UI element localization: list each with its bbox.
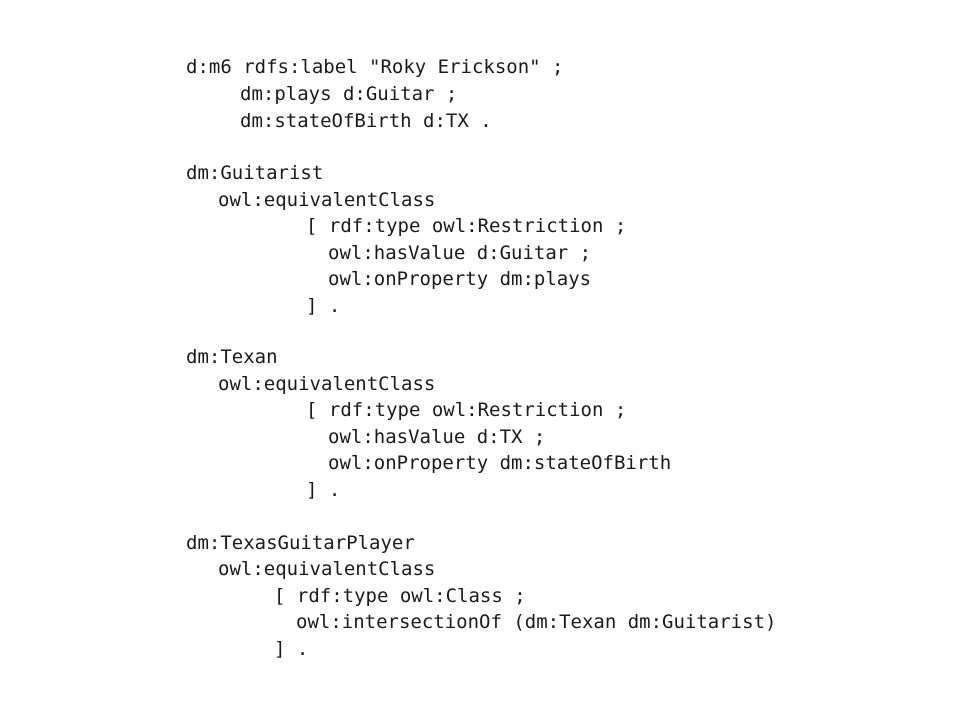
code-line: owl:equivalentClass xyxy=(218,189,436,211)
code-line: owl:onProperty dm:stateOfBirth xyxy=(328,452,672,474)
code-line: dm:Texan xyxy=(186,346,278,368)
code-line: ] . xyxy=(306,479,341,501)
code-line: owl:equivalentClass xyxy=(218,373,436,395)
code-line: ] . xyxy=(274,638,309,660)
code-line: d:m6 rdfs:label "Roky Erickson" ; xyxy=(186,56,564,78)
code-line: owl:intersectionOf (dm:Texan dm:Guitaris… xyxy=(296,611,777,633)
code-line: [ rdf:type owl:Restriction ; xyxy=(306,399,627,421)
code-line: dm:stateOfBirth d:TX . xyxy=(240,110,492,132)
code-line: ] . xyxy=(306,295,341,317)
code-line: owl:equivalentClass xyxy=(218,558,436,580)
code-line: owl:hasValue d:TX ; xyxy=(328,426,546,448)
code-line: [ rdf:type owl:Class ; xyxy=(274,585,526,607)
code-line: dm:TexasGuitarPlayer xyxy=(186,532,415,554)
code-line: dm:Guitarist xyxy=(186,162,324,184)
code-line: owl:hasValue d:Guitar ; xyxy=(328,242,592,264)
code-line: dm:plays d:Guitar ; xyxy=(240,83,458,105)
code-line: owl:onProperty dm:plays xyxy=(328,268,592,290)
code-line: [ rdf:type owl:Restriction ; xyxy=(306,215,627,237)
